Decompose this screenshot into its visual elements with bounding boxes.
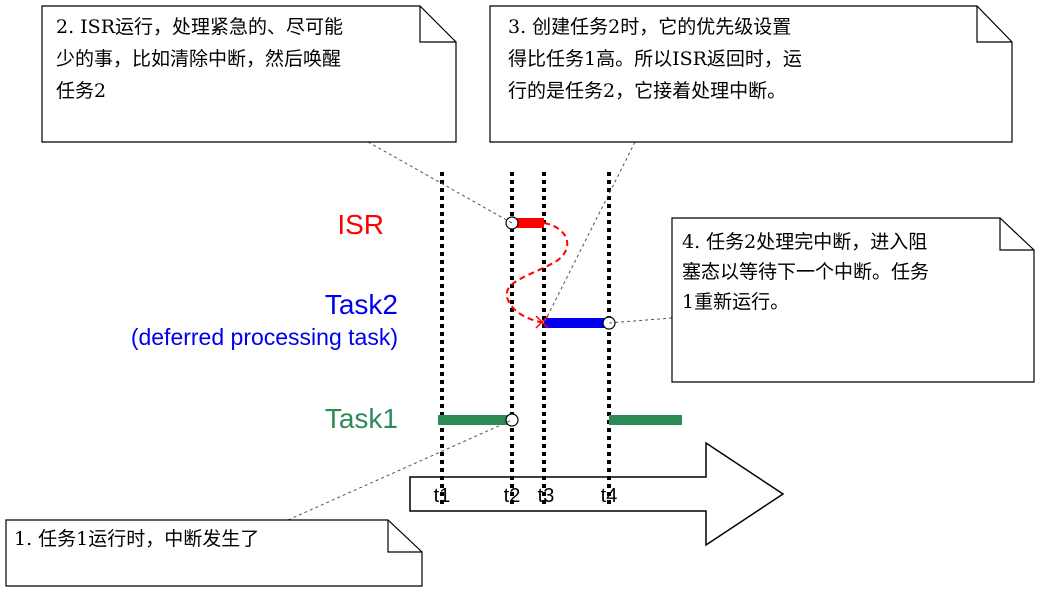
- note-2-line-2: 少的事，比如清除中断，然后唤醒: [56, 48, 341, 70]
- callout-line-note1: [287, 419, 513, 521]
- note-3-line-2: 得比任务1高。所以ISR返回时，运: [508, 48, 802, 70]
- lane-label-isr: ISR: [337, 209, 384, 240]
- note-2-line-1: 2. ISR运行，处理紧急的、尽可能: [56, 16, 343, 38]
- note-3-line-1: 3. 创建任务2时，它的优先级设置: [508, 16, 791, 38]
- lane-sublabel-task2: (deferred processing task): [131, 324, 398, 350]
- lane-label-task1: Task1: [325, 403, 398, 434]
- callout-line-note4: [608, 317, 673, 324]
- note-1-line-1: 1. 任务1运行时，中断发生了: [14, 528, 259, 550]
- note-4-line-2: 塞态以等待下一个中断。任务: [682, 261, 929, 283]
- cross-mark: [535, 315, 549, 329]
- note-3: 3. 创建任务2时，它的优先级设置 得比任务1高。所以ISR返回时，运 行的是任…: [489, 5, 1013, 143]
- lane-label-task2: Task2: [325, 289, 398, 320]
- tick-label-t2: t2: [504, 485, 521, 507]
- context-switch-curve: [505, 222, 569, 324]
- note-2: 2. ISR运行，处理紧急的、尽可能 少的事，比如清除中断，然后唤醒 任务2: [41, 5, 457, 143]
- note-4: 4. 任务2处理完中断，进入阻 塞态以等待下一个中断。任务 1重新运行。: [671, 217, 1035, 383]
- timeline-arrow: [409, 441, 785, 547]
- note-3-line-3: 行的是任务2，它接着处理中断。: [508, 80, 786, 102]
- note-1: 1. 任务1运行时，中断发生了: [5, 519, 423, 587]
- note-4-line-3: 1重新运行。: [682, 291, 789, 313]
- event-circle-t2-isr: [505, 216, 519, 230]
- event-circle-t4-task2: [602, 316, 616, 330]
- tick-label-t1: t1: [434, 485, 451, 507]
- tick-label-t4: t4: [601, 485, 618, 507]
- event-circle-t2-task1: [505, 413, 519, 427]
- note-2-line-3: 任务2: [56, 80, 106, 102]
- tick-label-t3: t3: [538, 485, 555, 507]
- note-4-line-1: 4. 任务2处理完中断，进入阻: [682, 231, 927, 253]
- callout-line-note3: [543, 141, 636, 324]
